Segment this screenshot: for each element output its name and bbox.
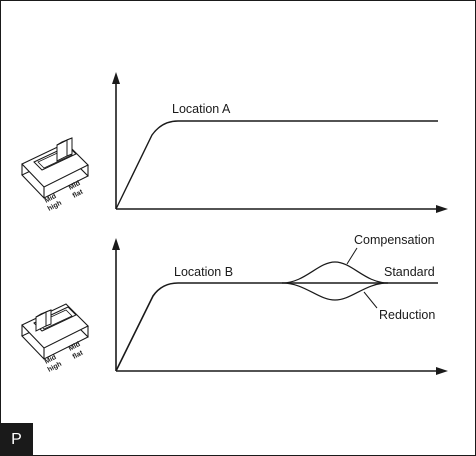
compensation-leader xyxy=(346,247,358,265)
bottom-panel: Location B Compensation Standard Reducti… xyxy=(21,233,448,375)
location-b-label: Location B xyxy=(174,265,233,279)
bottom-y-axis-arrow xyxy=(112,238,120,250)
top-x-axis-arrow xyxy=(436,205,448,213)
reduction-leader xyxy=(363,291,378,309)
bottom-switch-label-mid-flat-2: flat xyxy=(72,349,85,360)
corner-badge: P xyxy=(0,423,33,456)
compensation-label: Compensation xyxy=(354,233,435,247)
top-switch-label-mid-flat-1: Mid xyxy=(68,180,82,192)
reduction-curve xyxy=(281,282,389,301)
reduction-label: Reduction xyxy=(379,308,435,322)
top-panel: Location A Mid high Mid flat xyxy=(21,72,448,213)
bottom-switch-label-mid-flat-1: Mid xyxy=(68,341,82,353)
bottom-switch-icon: Mid high Mid flat xyxy=(21,303,89,374)
standard-label: Standard xyxy=(384,265,435,279)
top-y-axis-arrow xyxy=(112,72,120,84)
bottom-x-axis-arrow xyxy=(436,367,448,375)
top-switch-label-mid-flat-2: flat xyxy=(72,188,85,199)
compensation-curve xyxy=(281,261,389,284)
top-switch-label-mid-high-1: Mid xyxy=(44,193,58,205)
location-a-curve xyxy=(115,120,438,210)
location-a-label: Location A xyxy=(172,102,231,116)
location-b-standard-curve xyxy=(115,282,438,372)
bottom-switch-label-mid-high-1: Mid xyxy=(44,354,58,366)
top-switch-icon: Mid high Mid flat xyxy=(21,137,89,213)
